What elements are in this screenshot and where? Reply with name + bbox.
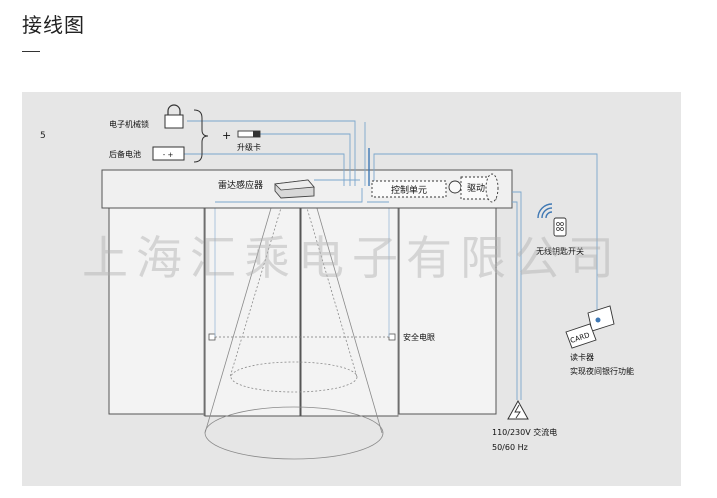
- control-unit-label: 控制单元: [391, 184, 427, 196]
- card-reader-icon: [587, 305, 615, 332]
- upgrade-card-icon: [237, 130, 261, 138]
- plus-sign: +: [222, 129, 231, 142]
- door-edges: [203, 208, 399, 416]
- battery-symbol: - +: [163, 151, 174, 159]
- battery-label: 后备电池: [109, 149, 141, 159]
- high-voltage-icon: [507, 399, 529, 420]
- remote-label: 无线钥匙开关: [536, 246, 584, 256]
- radar-detection-cone: [204, 197, 384, 460]
- remote-icon: [553, 217, 567, 237]
- lock-label: 电子机械锁: [109, 119, 149, 129]
- figure-number: 5: [40, 131, 46, 141]
- door-frame: [108, 207, 497, 417]
- wiring: [178, 120, 598, 400]
- safety-beam: [208, 202, 396, 341]
- radar-sensor: [274, 179, 315, 199]
- drive-label: 驱动: [467, 183, 485, 194]
- power-label: 110/230V 交流电: [492, 427, 557, 437]
- title-rule: [22, 51, 40, 52]
- lock-icon: [164, 104, 184, 129]
- brace: [193, 109, 209, 163]
- control-unit: [371, 180, 447, 198]
- drive-unit: [448, 173, 499, 203]
- page-title: 接线图: [22, 13, 85, 37]
- battery-icon: [152, 146, 185, 161]
- radar-label: 雷达感应器: [218, 179, 263, 191]
- safety-beam-label: 安全电眼: [403, 332, 435, 342]
- wiring-diagram: 控制单元 驱动 雷达感应器 电子机械锁 - + 后备电池 + 升级卡 5: [40, 104, 634, 460]
- card-reader-sub: 实现夜间银行功能: [570, 366, 634, 376]
- card-icon: [565, 323, 597, 349]
- power-frequency: 50/60 Hz: [492, 443, 528, 452]
- card-reader-label: 读卡器: [570, 352, 594, 362]
- upgrade-card-label: 升级卡: [237, 142, 261, 152]
- watermark: 上海汇乘电子有限公司: [82, 231, 622, 285]
- wifi-icon: [537, 203, 553, 219]
